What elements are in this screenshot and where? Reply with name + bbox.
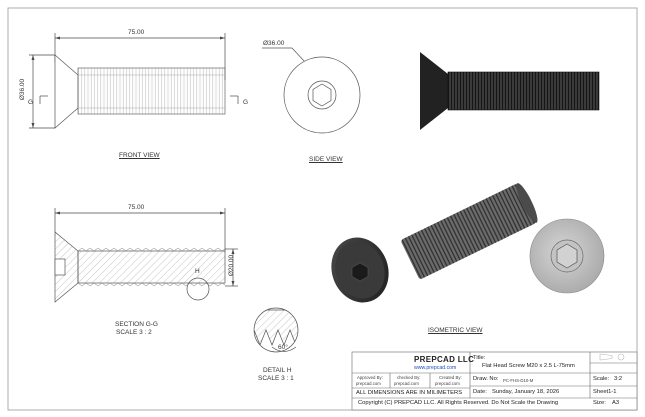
side-dim-diameter: Ø36.00 bbox=[263, 40, 285, 47]
scale-value: 3:2 bbox=[614, 376, 623, 382]
title-value: Flat Head Screw M20 x 2.5 L-75mm bbox=[482, 363, 575, 369]
size-value: A3 bbox=[612, 400, 620, 406]
front-view bbox=[29, 33, 239, 129]
isometric-view bbox=[331, 183, 538, 303]
units-note: ALL DIMENSIONS ARE IN MILIMETERS bbox=[356, 390, 463, 396]
detail-angle: 60° bbox=[278, 344, 288, 351]
scale-label: Scale: bbox=[593, 376, 610, 382]
side-view-label: SIDE VIEW bbox=[309, 156, 343, 163]
company-website[interactable]: www.prepcad.com bbox=[414, 365, 457, 371]
date-label: Date: bbox=[473, 389, 487, 395]
section-scale: SCALE 3 : 2 bbox=[116, 329, 152, 336]
isometric-view-label: ISOMETRIC VIEW bbox=[428, 327, 483, 334]
section-view bbox=[54, 208, 238, 303]
section-mark-left: G bbox=[28, 99, 34, 106]
side-view bbox=[262, 47, 361, 134]
company-name: PREPCAD LLC bbox=[414, 355, 475, 364]
draw-no-label: Draw. No: bbox=[473, 376, 499, 382]
date-value: Sunday, January 18, 2026 bbox=[492, 389, 560, 395]
front-dim-diameter: Ø36.00 bbox=[19, 78, 27, 101]
section-dim-length: 75.00 bbox=[128, 204, 145, 211]
section-dim-diameter: Ø20.00 bbox=[228, 254, 236, 277]
created-label: Created By: bbox=[439, 375, 462, 380]
section-mark-right: G bbox=[243, 99, 249, 106]
detail-scale: SCALE 3 : 1 bbox=[258, 375, 294, 382]
sheet-label: Sheet1-1 bbox=[593, 389, 617, 395]
created-value: prepcad.com bbox=[435, 381, 460, 386]
detail-view bbox=[253, 307, 299, 353]
checked-value: prepcad.com bbox=[394, 381, 419, 386]
title-label: Title: bbox=[473, 355, 486, 361]
sheet-border bbox=[7, 7, 638, 411]
approved-value: prepcad.com bbox=[356, 381, 381, 386]
detail-label: DETAIL H bbox=[263, 367, 292, 374]
front-view-label: FRONT VIEW bbox=[119, 152, 160, 159]
front-dim-length: 75.00 bbox=[128, 29, 145, 36]
copyright-note: Copyright (C) PREPCAD LLC. All Rights Re… bbox=[358, 400, 559, 406]
size-label: Size: bbox=[593, 400, 606, 406]
approved-label: Approved By: bbox=[357, 375, 383, 380]
head-shaded-view bbox=[529, 218, 605, 294]
section-label: SECTION G-G bbox=[115, 321, 158, 328]
shaded-side-view bbox=[420, 52, 600, 130]
detail-mark: H bbox=[195, 268, 200, 275]
checked-label: checked By: bbox=[397, 375, 421, 380]
draw-no-value: PC-FHS-D10-M bbox=[503, 377, 534, 383]
title-block bbox=[351, 351, 638, 411]
